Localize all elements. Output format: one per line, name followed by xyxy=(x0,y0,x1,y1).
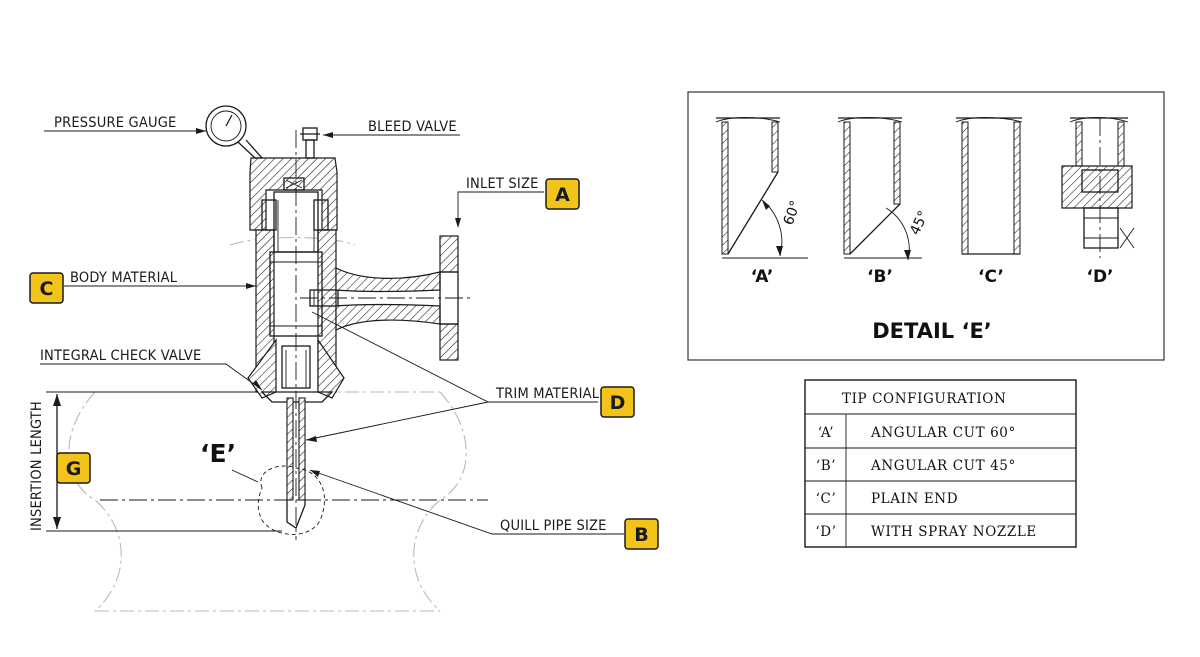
tip-b-label: ‘B’ xyxy=(867,267,893,287)
svg-text:B: B xyxy=(634,524,648,546)
badge-a: A xyxy=(545,178,580,210)
badge-d: D xyxy=(600,386,635,418)
tip-a-angle: 60° xyxy=(781,199,805,228)
table-row-code: ‘C’ xyxy=(816,491,837,507)
table-header: TIP CONFIGURATION xyxy=(842,391,1006,407)
callout-body-material: BODY MATERIAL xyxy=(64,270,256,289)
callout-trim-material: TRIM MATERIAL xyxy=(305,311,600,442)
svg-text:G: G xyxy=(66,458,82,480)
svg-text:BODY MATERIAL: BODY MATERIAL xyxy=(70,270,178,286)
callout-integral-check-valve: INTEGRAL CHECK VALVE xyxy=(40,348,263,391)
table-row-description: WITH SPRAY NOZZLE xyxy=(871,524,1037,540)
svg-text:QUILL PIPE SIZE: QUILL PIPE SIZE xyxy=(500,518,607,534)
badge-b: B xyxy=(624,518,659,550)
table-row-description: PLAIN END xyxy=(871,491,958,507)
table-row-description: ANGULAR CUT 60° xyxy=(870,425,1016,441)
callout-bleed-valve: BLEED VALVE xyxy=(323,119,460,138)
svg-text:INTEGRAL CHECK VALVE: INTEGRAL CHECK VALVE xyxy=(40,348,201,364)
detail-e-bubble xyxy=(257,465,325,535)
tip-b-drawing xyxy=(837,117,922,261)
badge-c: C xyxy=(29,272,64,304)
svg-text:TRIM MATERIAL: TRIM MATERIAL xyxy=(495,386,600,402)
svg-text:A: A xyxy=(555,184,570,206)
detail-e-leader xyxy=(231,469,259,483)
tip-c-label: ‘C’ xyxy=(978,267,1004,287)
tip-a-drawing xyxy=(715,117,808,259)
svg-text:BLEED VALVE: BLEED VALVE xyxy=(368,119,457,135)
svg-text:D: D xyxy=(610,392,626,414)
bleed-valve-icon xyxy=(300,127,320,159)
inlet-flange xyxy=(300,235,470,361)
callout-quill-pipe-size: QUILL PIPE SIZE xyxy=(309,469,624,535)
tip-c-drawing xyxy=(955,117,1023,255)
svg-text:INLET SIZE: INLET SIZE xyxy=(466,176,539,192)
badge-g: G xyxy=(56,452,91,484)
svg-text:C: C xyxy=(40,278,54,300)
detail-e-marker: ‘E’ xyxy=(200,439,236,468)
detail-e-panel xyxy=(687,91,1165,361)
callout-pressure-gauge: PRESSURE GAUGE xyxy=(44,115,206,134)
tip-a-label: ‘A’ xyxy=(751,267,774,287)
table-row-code: ‘A’ xyxy=(818,425,834,441)
tip-configuration-table xyxy=(804,379,1077,548)
quill-pipe xyxy=(286,397,306,529)
detail-e-title: DETAIL ‘E’ xyxy=(872,319,992,343)
svg-text:PRESSURE GAUGE: PRESSURE GAUGE xyxy=(54,115,176,131)
pressure-gauge-icon xyxy=(205,105,264,159)
callout-inlet-size: INLET SIZE xyxy=(455,176,544,228)
table-row-code: ‘B’ xyxy=(816,458,836,474)
table-row-code: ‘D’ xyxy=(815,524,836,540)
tip-d-label: ‘D’ xyxy=(1086,267,1113,287)
table-row-description: ANGULAR CUT 45° xyxy=(870,458,1016,474)
insertion-length-label: INSERTION LENGTH xyxy=(29,401,45,531)
tip-d-drawing xyxy=(1061,117,1135,258)
